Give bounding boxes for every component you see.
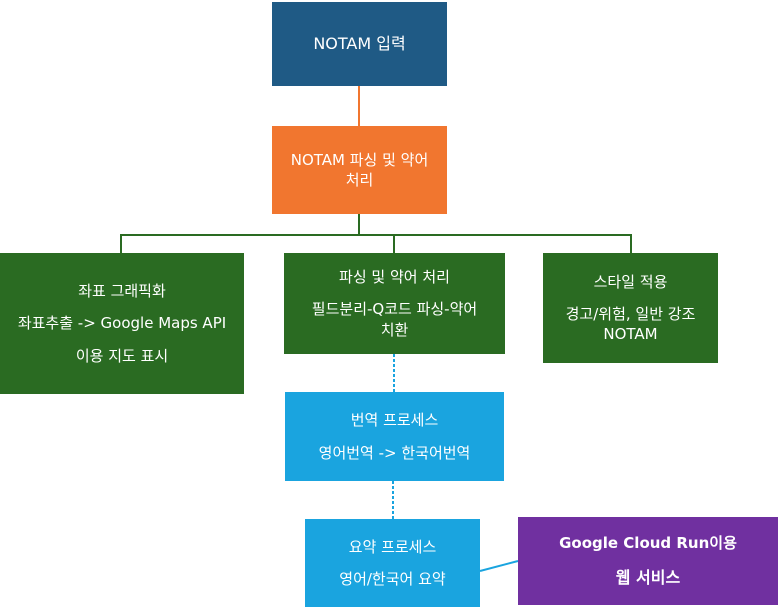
- node-coordinate-graphics: 좌표 그래픽화 좌표추출 -> Google Maps API 이용 지도 표시: [0, 253, 244, 394]
- node-notam-input: NOTAM 입력: [272, 2, 447, 86]
- node-parse-abbrev-line-3: 치환: [380, 320, 409, 339]
- node-notam-input-label: NOTAM 입력: [313, 34, 406, 54]
- node-translation-line-2: 영어번역 -> 한국어번역: [318, 443, 471, 462]
- node-summary-process: 요약 프로세스 영어/한국어 요약: [305, 519, 480, 607]
- node-parse-abbrev-line-2: 필드분리-Q코드 파싱-약어: [311, 300, 478, 319]
- node-parse-abbrev: 파싱 및 약어 처리 필드분리-Q코드 파싱-약어 치환: [284, 253, 505, 354]
- node-translation-title: 번역 프로세스: [350, 411, 439, 430]
- node-notam-parse: NOTAM 파싱 및 약어 처리: [272, 126, 447, 214]
- node-style-title: 스타일 적용: [593, 272, 668, 291]
- node-style-line-2: 경고/위험, 일반 강조: [565, 304, 696, 323]
- node-parse-abbrev-title: 파싱 및 약어 처리: [339, 268, 450, 287]
- node-coordinate-line-2: 좌표추출 -> Google Maps API: [17, 314, 227, 333]
- node-summary-title: 요약 프로세스: [348, 537, 437, 556]
- node-notam-parse-line-1: NOTAM 파싱 및 약어: [290, 150, 429, 169]
- node-cloud-run-service: Google Cloud Run이용 웹 서비스: [518, 517, 778, 605]
- edge-summary-cloud: [479, 560, 519, 572]
- node-style-line-3: NOTAM: [603, 325, 658, 344]
- node-cloud-line-2: 웹 서비스: [615, 568, 681, 588]
- node-coordinate-line-3: 이용 지도 표시: [75, 346, 169, 365]
- node-translation-process: 번역 프로세스 영어번역 -> 한국어번역: [285, 392, 504, 481]
- node-style-apply: 스타일 적용 경고/위험, 일반 강조 NOTAM: [543, 253, 718, 363]
- node-notam-parse-line-2: 처리: [345, 171, 374, 189]
- node-coordinate-title: 좌표 그래픽화: [78, 282, 166, 301]
- node-summary-line-2: 영어/한국어 요약: [339, 570, 446, 588]
- node-cloud-line-1: Google Cloud Run이용: [559, 534, 737, 553]
